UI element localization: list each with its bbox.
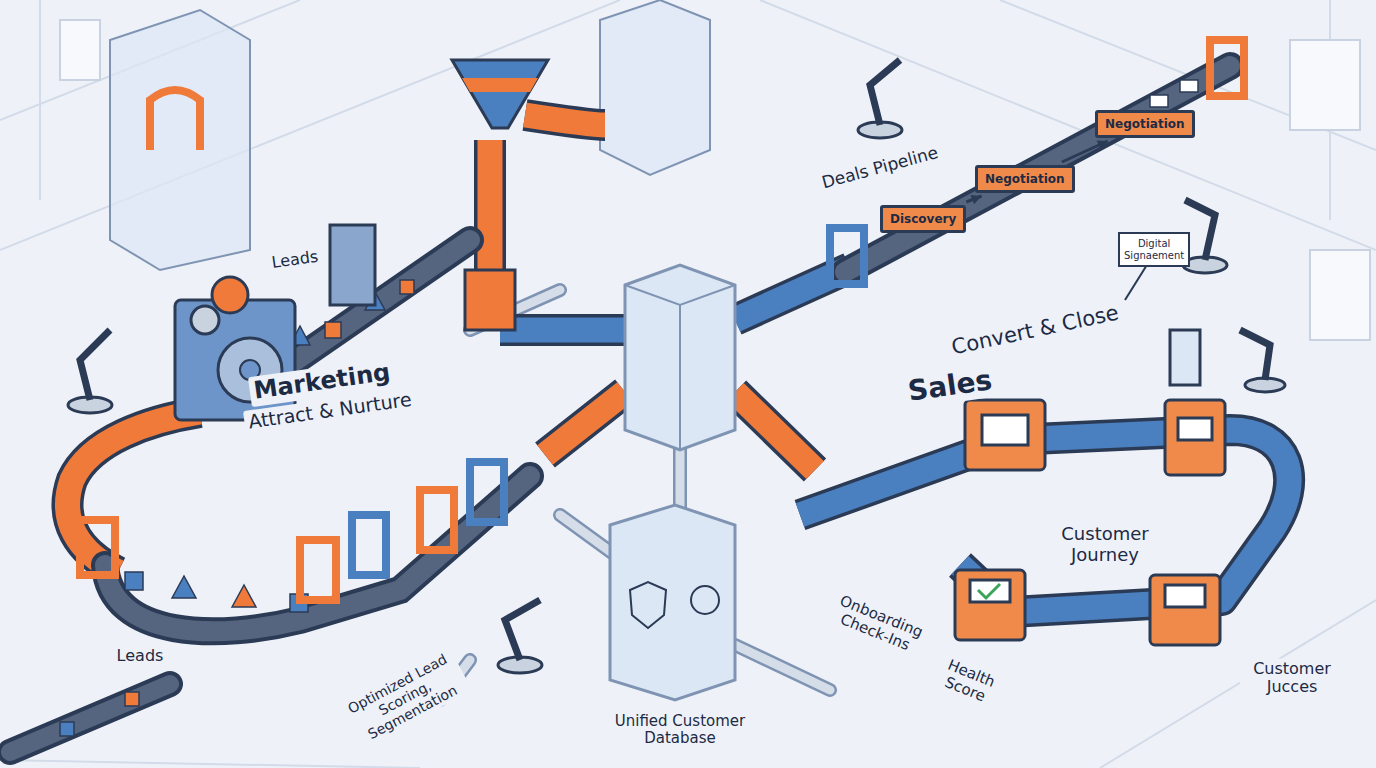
- flow-arrow: [1062, 141, 1108, 162]
- zone-subtitle: Convert & Close: [945, 299, 1125, 362]
- process-label: Optimized Lead Scoring, Segmentation: [338, 646, 473, 750]
- stream-label: Leads: [266, 246, 323, 274]
- node-text: Digital Signaement: [1124, 238, 1184, 261]
- node-text: Discovery: [890, 212, 956, 226]
- arrow-head: [970, 195, 981, 204]
- arrow-head: [1097, 141, 1108, 150]
- signature-card: Digital Signaement: [1118, 232, 1190, 267]
- flow-arrow: [966, 195, 981, 204]
- stage-gate: Negotiation: [1095, 110, 1195, 138]
- stage-gate: Negotiation: [975, 165, 1075, 193]
- node-text: Negotiation: [985, 172, 1065, 186]
- zone-title: Customer Jucces: [1240, 659, 1344, 698]
- stream-label: Deals Pipeline: [816, 141, 945, 195]
- process-label: Health Score: [928, 652, 1008, 713]
- process-label: Onboarding Check-Ins: [819, 587, 937, 663]
- database-label: Unified Customer Database: [591, 712, 769, 749]
- zone-title: Sales: [902, 363, 998, 410]
- node-text: Negotiation: [1105, 117, 1185, 131]
- zone-title: Customer Journey: [1041, 523, 1169, 566]
- stage-gate: Discovery: [880, 205, 966, 233]
- stream-label: Leads: [113, 646, 168, 666]
- connector-line: [1062, 141, 1108, 162]
